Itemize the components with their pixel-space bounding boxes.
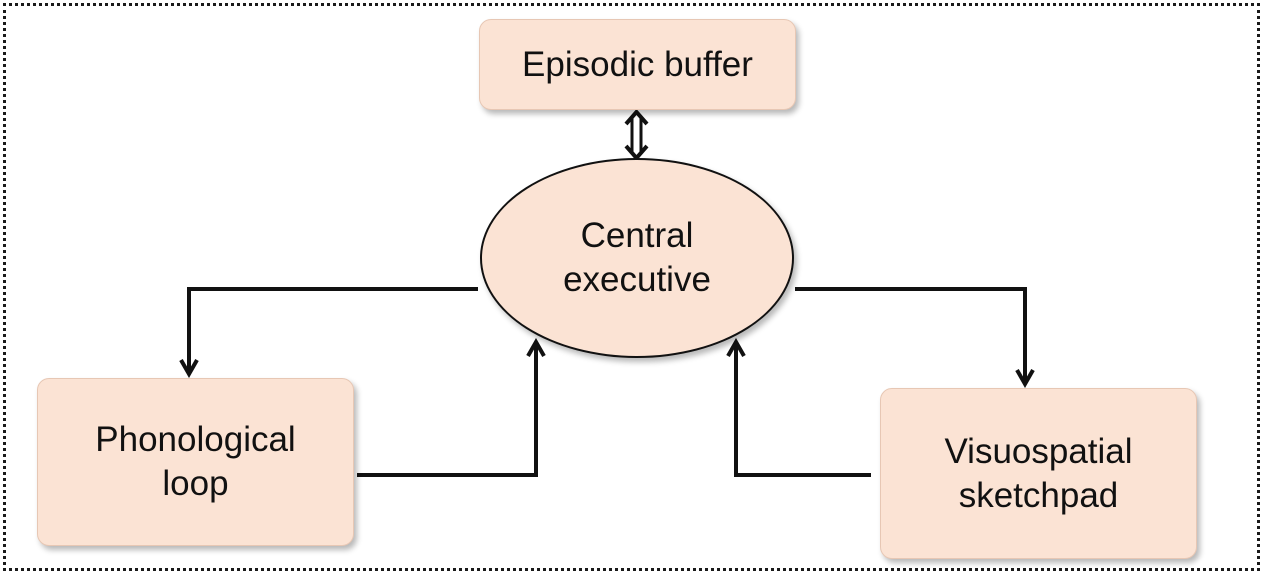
central-executive-label: Central executive [563,216,711,299]
edge-episodic-central [624,108,649,162]
edge-central-phonological [189,287,478,374]
edge-visuospatial-central [736,342,871,477]
phonological-loop-label: Phonological loop [95,420,296,503]
edge-phonological-central [357,342,536,477]
central-executive-ellipse: Central executive [480,158,794,358]
edge-central-visuospatial [795,287,1025,384]
visuospatial-sketchpad-label: Visuospatial sketchpad [944,431,1133,515]
episodic-buffer-box: Episodic buffer [479,19,796,110]
diagram-frame [3,3,1260,571]
episodic-buffer-label: Episodic buffer [522,44,753,84]
visuospatial-sketchpad-box: Visuospatial sketchpad [880,388,1197,559]
phonological-loop-box: Phonological loop [37,378,354,546]
